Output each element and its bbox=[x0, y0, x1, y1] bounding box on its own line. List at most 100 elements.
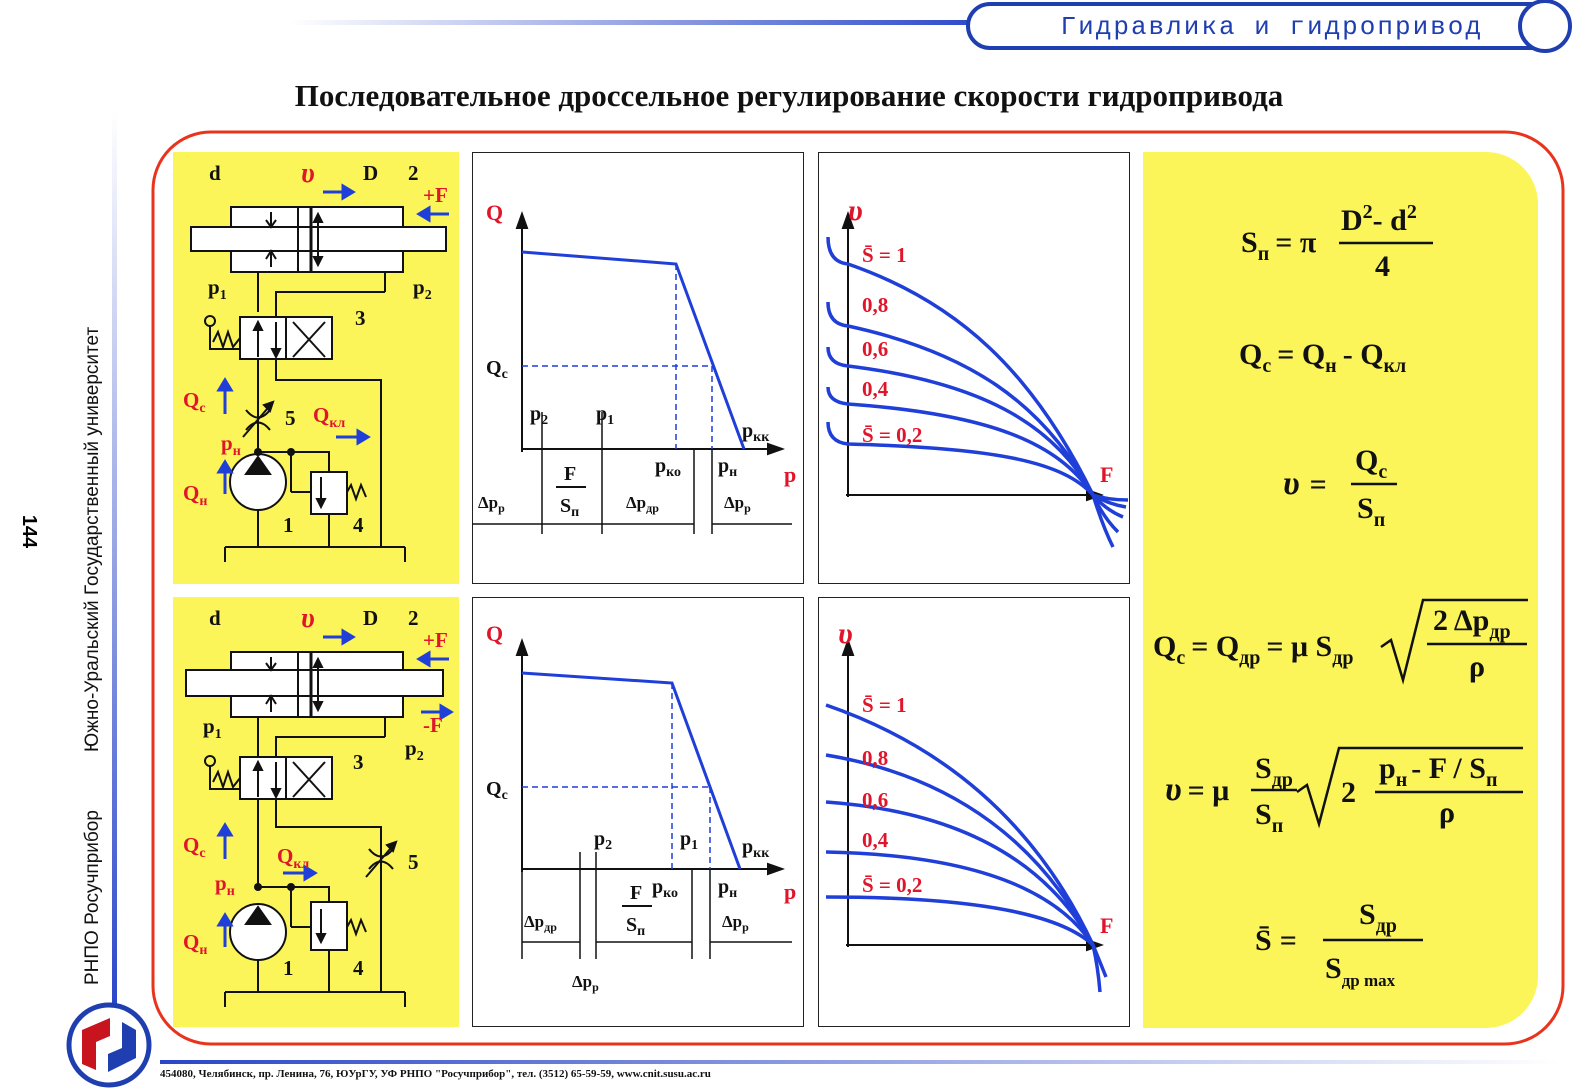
schematic-top: d D 2 p1 p2 3 5 1 4 υ +F Qc Qкл pн Qн bbox=[183, 158, 449, 562]
svg-text:Sп: Sп bbox=[560, 495, 579, 520]
qp-graph-box-bottom bbox=[472, 597, 804, 1027]
svg-text:Qс: Qс bbox=[486, 357, 508, 382]
sidebar-university: Южно-Уральский Государственный университ… bbox=[82, 326, 103, 752]
footer-line bbox=[160, 1060, 1560, 1064]
svg-text:0,4: 0,4 bbox=[862, 828, 889, 852]
svg-text:S̄ = 0,2: S̄ = 0,2 bbox=[862, 873, 922, 897]
svg-text:F: F bbox=[564, 463, 576, 485]
svg-text:1: 1 bbox=[283, 956, 294, 980]
svg-text:4: 4 bbox=[353, 956, 364, 980]
label-D: D bbox=[363, 161, 378, 185]
page-title: Последовательное дроссельное регулирован… bbox=[294, 78, 1284, 113]
svg-text:Δpдр: Δpдр bbox=[626, 493, 659, 515]
label-d: d bbox=[209, 161, 221, 185]
svg-text:2 Δpдр: 2 Δpдр bbox=[1433, 604, 1511, 643]
svg-text:pко: pко bbox=[655, 455, 681, 480]
formulas: Sп= π D2- d2 4 Qc= Qн- Qкл υ= Qc Sп Qc= … bbox=[1153, 201, 1528, 990]
qp-graph-top: Q p Qс p2 p1 pкк pко pн F Sп Δpр Δpдр Δp… bbox=[472, 200, 796, 534]
svg-text:S̄ = 1: S̄ = 1 bbox=[862, 243, 907, 267]
vf-graph-bottom: υ F S̄ = 1 0,8 0,6 0,4 S̄ = 0,2 bbox=[825, 617, 1113, 993]
svg-text:pкк: pкк bbox=[742, 836, 770, 861]
svg-text:pн- F / Sп: pн- F / Sп bbox=[1379, 752, 1497, 791]
svg-text:0,8: 0,8 bbox=[862, 293, 888, 317]
qp-graph-bottom: Q p Qс p2 p1 pкк pко pн F Sп Δpдр Δpр Δp… bbox=[486, 621, 796, 994]
svg-text:Sп: Sп bbox=[626, 914, 645, 939]
formula-area: Sп= π bbox=[1241, 226, 1317, 265]
svg-text:ρ: ρ bbox=[1439, 796, 1455, 829]
label-1: 1 bbox=[283, 513, 294, 537]
svg-text:0,6: 0,6 bbox=[862, 788, 888, 812]
vf-graph-top: υ F S̄ = 1 0,8 0,6 0,4 S̄ = 0,2 bbox=[826, 194, 1129, 548]
svg-text:p2: p2 bbox=[594, 828, 612, 853]
svg-text:p1: p1 bbox=[680, 828, 698, 853]
svg-text:υ: υ bbox=[838, 617, 853, 650]
formula-throttle-flow: Qc= Qдр= μ Sдр bbox=[1153, 630, 1353, 669]
svg-text:d: d bbox=[209, 606, 221, 630]
svg-text:p2: p2 bbox=[530, 403, 548, 428]
curve-s02 bbox=[826, 421, 1129, 502]
svg-text:4: 4 bbox=[1375, 250, 1390, 283]
svg-text:S̄ = 0,2: S̄ = 0,2 bbox=[862, 423, 922, 447]
svg-text:pн: pн bbox=[215, 871, 235, 899]
svg-text:Δpр: Δpр bbox=[572, 972, 599, 994]
svg-text:3: 3 bbox=[353, 750, 364, 774]
label-F-axis: F bbox=[1100, 462, 1113, 487]
formula-flow: Qc= Qн- Qкл bbox=[1239, 338, 1406, 377]
label-5: 5 bbox=[285, 406, 296, 430]
label-v-axis: υ bbox=[848, 194, 863, 227]
svg-text:pкк: pкк bbox=[742, 420, 770, 445]
svg-text:Δpр: Δpр bbox=[724, 493, 751, 515]
footer-address: 454080, Челябинск, пр. Ленина, 76, ЮУрГУ… bbox=[160, 1068, 711, 1080]
header-title: Гидравлика и гидропривод bbox=[1060, 12, 1483, 42]
svg-text:Qкл: Qкл bbox=[313, 403, 345, 431]
svg-text:pн: pн bbox=[718, 455, 737, 480]
label-2: 2 bbox=[408, 161, 419, 185]
svg-text:p1: p1 bbox=[203, 714, 222, 742]
label-4: 4 bbox=[353, 513, 364, 537]
svg-text:pн: pн bbox=[718, 876, 737, 901]
label-minus-force: -F bbox=[423, 713, 443, 737]
curve-s06 bbox=[826, 346, 1124, 519]
svg-text:D2- d2: D2- d2 bbox=[1341, 201, 1417, 237]
svg-text:Qc: Qc bbox=[1355, 444, 1387, 483]
svg-text:Δpр: Δpр bbox=[722, 912, 749, 934]
svg-text:pко: pко bbox=[652, 876, 678, 901]
svg-text:2: 2 bbox=[1341, 776, 1356, 809]
svg-text:p2: p2 bbox=[405, 736, 424, 764]
formula-velocity: υ= bbox=[1283, 465, 1327, 502]
svg-text:p: p bbox=[784, 879, 796, 904]
sidebar-organization: РНПО Росучприбор bbox=[82, 810, 103, 985]
svg-text:0,8: 0,8 bbox=[862, 746, 888, 770]
svg-text:pн: pн bbox=[221, 431, 241, 459]
svg-text:D: D bbox=[363, 606, 378, 630]
formula-relative-area: S̄= bbox=[1255, 924, 1297, 957]
svg-text:Sдр max: Sдр max bbox=[1325, 952, 1396, 990]
curve-s1 bbox=[826, 236, 1115, 548]
svg-text:F: F bbox=[1100, 913, 1113, 938]
formula-panel bbox=[1143, 152, 1538, 1028]
svg-text:S̄ = 1: S̄ = 1 bbox=[862, 693, 907, 717]
svg-text:Qc: Qc bbox=[183, 833, 206, 861]
schematic-bottom: d D 2 p1 p2 3 5 1 4 υ +F -F Qc Qкл pн Qн bbox=[183, 603, 454, 1007]
svg-text:Q: Q bbox=[486, 621, 503, 646]
page-number: 144 bbox=[18, 514, 41, 549]
svg-text:p1: p1 bbox=[596, 403, 614, 428]
svg-text:5: 5 bbox=[408, 850, 419, 874]
svg-text:Sдр: Sдр bbox=[1255, 752, 1293, 791]
svg-text:Qс: Qс bbox=[486, 778, 508, 803]
label-p-axis: p bbox=[784, 462, 796, 487]
label-Q-axis: Q bbox=[486, 200, 503, 225]
svg-text:Δpдр: Δpдр bbox=[524, 912, 557, 934]
svg-text:Qн: Qн bbox=[183, 481, 207, 509]
qp-graph-box-top bbox=[472, 152, 804, 584]
svg-text:υ: υ bbox=[301, 603, 315, 634]
svg-text:ρ: ρ bbox=[1469, 650, 1485, 683]
logo-icon bbox=[66, 1002, 152, 1088]
curve-s04 bbox=[826, 386, 1127, 509]
svg-text:Qc: Qc bbox=[183, 388, 206, 416]
curve-s08 bbox=[826, 301, 1120, 534]
svg-text:+F: +F bbox=[423, 628, 448, 652]
svg-text:Δpр: Δpр bbox=[478, 493, 505, 515]
svg-text:Sдр: Sдр bbox=[1359, 898, 1397, 937]
svg-text:0,6: 0,6 bbox=[862, 337, 888, 361]
